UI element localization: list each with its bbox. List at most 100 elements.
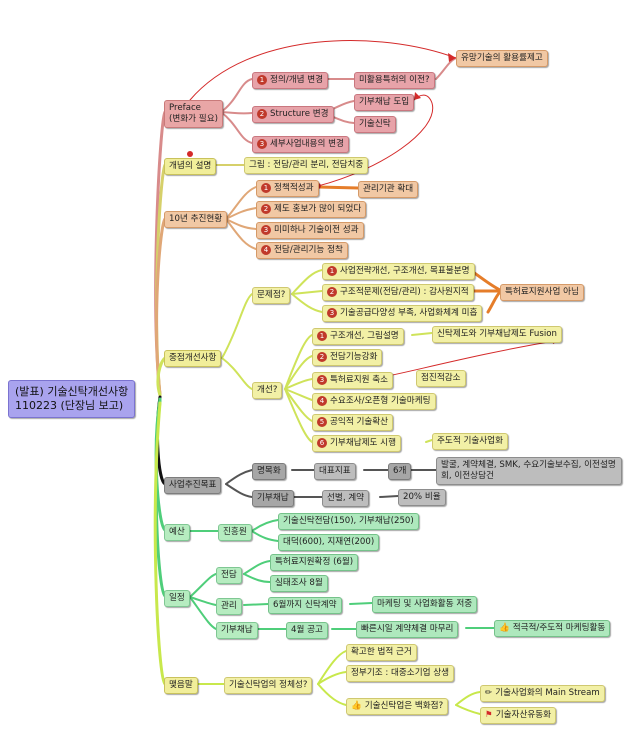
goal-count-child[interactable]: 발굴, 계약체결, SMK, 수요기술보수집, 이전설명회, 이전상담건 (436, 457, 622, 485)
closing-title: 맺음말 (169, 680, 193, 690)
number-badge: 2 (257, 109, 267, 119)
number-badge: 2 (261, 204, 271, 214)
closing-item-1-label: 확고한 법적 근거 (351, 647, 412, 657)
goal-count[interactable]: 6개 (388, 463, 412, 480)
preface-item-1-child-label: 미활용특허의 이전? (359, 75, 430, 85)
branch-preface[interactable]: Preface (변화가 필요) (164, 100, 223, 128)
schedule-dedicated[interactable]: 전담 (216, 567, 242, 584)
focus-improve-6-child-label: 주도적 기술사업화 (437, 436, 503, 446)
branch-schedule[interactable]: 일정 (164, 590, 190, 607)
status10-item-1-child[interactable]: 관리기관 확대 (358, 181, 419, 198)
goal-count-child-label: 발굴, 계약체결, SMK, 수요기술보수집, 이전설명회, 이전상담건 (441, 460, 616, 481)
goal-donate-label: 기부채납 (257, 493, 289, 503)
closing-item-3a[interactable]: ✏기술사업화의 Main Stream (480, 685, 605, 702)
schedule-manage-label: 관리 (221, 601, 237, 611)
closing-item-3b[interactable]: ⚑기술자산유동화 (480, 707, 557, 724)
status10-item-1-child-label: 관리기관 확대 (363, 184, 414, 194)
closing-item-2[interactable]: 정부기조 : 대중소기업 상생 (346, 665, 455, 682)
status10-item-2-label: 제도 홍보가 많이 되었다 (274, 204, 362, 214)
connector-dot (187, 151, 193, 157)
number-badge: 5 (317, 417, 327, 427)
closing-item-1[interactable]: 확고한 법적 근거 (346, 644, 417, 661)
schedule-manage-1-child[interactable]: 마케팅 및 사업화활동 저중 (372, 596, 478, 613)
schedule-donate-1[interactable]: 4월 공고 (286, 622, 328, 639)
schedule-manage-1[interactable]: 6월까지 신탁계약 (268, 597, 342, 614)
branch-budget[interactable]: 예산 (164, 524, 190, 541)
arrow-head (448, 53, 456, 62)
preface-item-2-child-1[interactable]: 기부채납 도입 (354, 94, 415, 111)
preface-target[interactable]: 유망기술의 활용률제고 (456, 50, 548, 67)
branch-status10[interactable]: 10년 추진현황 (164, 211, 228, 228)
closing-question[interactable]: 기술신탁업의 정체성? (224, 677, 313, 694)
schedule-donate-1-child[interactable]: 빠른시일 계약체결 마무리 (356, 621, 459, 638)
goal-donate[interactable]: 기부채납 (252, 490, 294, 507)
focus-problem-side-label: 특허료지원사업 아님 (505, 287, 579, 297)
focus-improve-6-child[interactable]: 주도적 기술사업화 (432, 433, 508, 450)
focus-improve-6-label: 기부채납제도 시행 (330, 438, 396, 448)
focus-improve-3-child-label: 점진적감소 (421, 373, 461, 383)
branch-closing[interactable]: 맺음말 (164, 677, 198, 694)
branch-focus[interactable]: 중점개선사항 (164, 350, 222, 367)
goal-indicator-label: 대표지표 (319, 466, 351, 476)
branch-concept[interactable]: 개념의 설명 (164, 158, 217, 175)
schedule-dedicated-1-label: 특허료지원확정 (6월) (275, 557, 354, 567)
goal-count-label: 6개 (393, 466, 407, 476)
preface-item-1-child[interactable]: 미활용특허의 이전? (354, 72, 435, 89)
branch-goal[interactable]: 사업추진목표 (164, 477, 222, 494)
number-badge: 4 (261, 245, 271, 255)
budget-item-2[interactable]: 대덕(600), 지재연(200) (278, 534, 380, 551)
closing-item-3[interactable]: 👍기술신탁업은 백화점? (346, 698, 449, 715)
number-badge: 3 (257, 139, 267, 149)
goal-house[interactable]: 명목화 (252, 463, 286, 480)
focus-improve-label: 개선? (257, 385, 278, 395)
preface-item-3-label: 세부사업내용의 변경 (270, 139, 344, 149)
schedule-manage[interactable]: 관리 (216, 598, 242, 615)
focus-problem-1-label: 사업전략개선, 구조개선, 목표불분명 (340, 266, 470, 276)
focus-improve-3-child[interactable]: 점진적감소 (416, 370, 466, 387)
closing-item-3a-label: 기술사업화의 Main Stream (495, 688, 600, 698)
root-topic[interactable]: (발표) 기술신탁개선사항 110223 (단장님 보고) (8, 380, 136, 418)
budget-agency[interactable]: 진흥원 (218, 524, 252, 541)
focus-problem[interactable]: 문제점? (252, 287, 291, 304)
focus-improve-1-child[interactable]: 신탁제도와 기부채납제도 Fusion (432, 326, 562, 343)
status10-item-1-label: 정책적성과 (274, 183, 314, 193)
focus-problem-side[interactable]: 특허료지원사업 아님 (500, 284, 584, 301)
focus-improve[interactable]: 개선? (252, 382, 283, 399)
schedule-donate-1-leaf[interactable]: 👍적극적/주도적 마케팅활동 (494, 620, 611, 637)
focus-improve-1-child-label: 신탁제도와 기부채납제도 Fusion (437, 329, 557, 339)
goal-indicator[interactable]: 대표지표 (314, 463, 356, 480)
number-badge: 6 (317, 438, 327, 448)
number-badge: 1 (317, 331, 327, 341)
budget-item-1[interactable]: 기술신탁전담(150), 기부채납(250) (278, 513, 419, 530)
schedule-manage-1-label: 6월까지 신탁계약 (273, 600, 337, 610)
schedule-dedicated-1[interactable]: 특허료지원확정 (6월) (270, 554, 359, 571)
preface-item-1-label: 정의/개념 변경 (270, 75, 324, 85)
status10-title: 10년 추진현황 (169, 214, 223, 224)
focus-improve-3-label: 특허료지원 축소 (330, 375, 389, 385)
schedule-donate[interactable]: 기부채납 (216, 622, 258, 639)
preface-item-2-child-2[interactable]: 기술신탁 (354, 116, 396, 133)
goal-donate-child[interactable]: 선별, 계약 (322, 490, 370, 507)
goal-ratio[interactable]: 20% 비율 (398, 489, 446, 506)
concept-child-label: 그림 : 전담/관리 분리, 전담치중 (249, 160, 364, 170)
schedule-dedicated-2[interactable]: 실태조사 8월 (270, 575, 328, 592)
concept-title: 개념의 설명 (169, 161, 212, 171)
concept-child[interactable]: 그림 : 전담/관리 분리, 전담치중 (244, 157, 369, 174)
schedule-dedicated-label: 전담 (221, 570, 237, 580)
